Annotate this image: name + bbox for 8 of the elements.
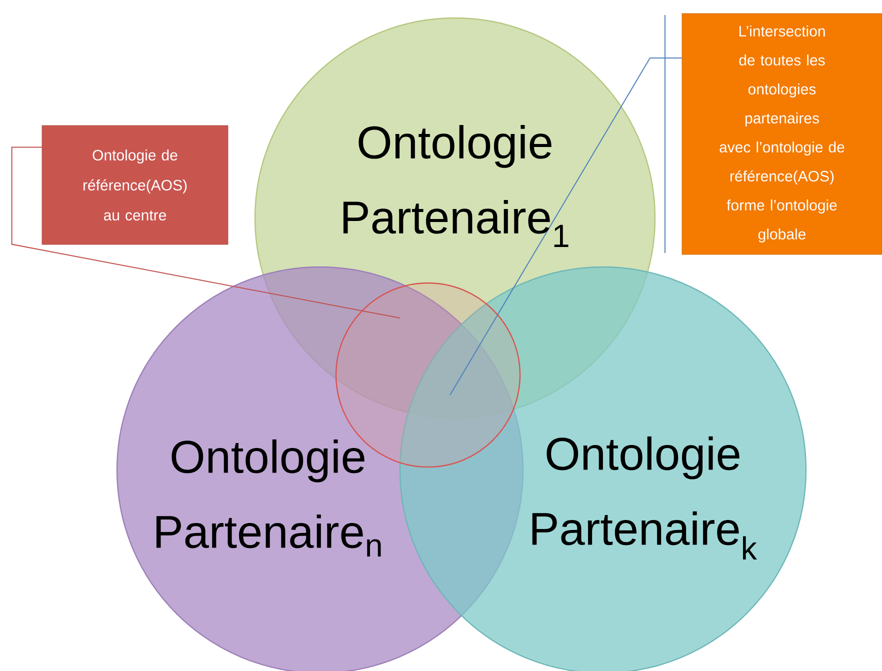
venn-circle	[399, 266, 807, 671]
leader-line	[11, 146, 400, 318]
circle-label: Ontologie Partenaire$_{n}$	[156, 439, 381, 557]
callout-box: Ontologie de référence(AOS) au centre	[42, 125, 228, 245]
circle-label: Ontologie Partenaire$_{k}$	[532, 436, 757, 560]
circle-label: Ontologie Partenaire$_{1}$	[343, 125, 568, 247]
callout-box: L’intersection de toutes les ontologies partenaires avec l’ontologie de référence(AOS) forme l’ontologie globale	[682, 13, 882, 255]
leader-line	[450, 14, 682, 396]
